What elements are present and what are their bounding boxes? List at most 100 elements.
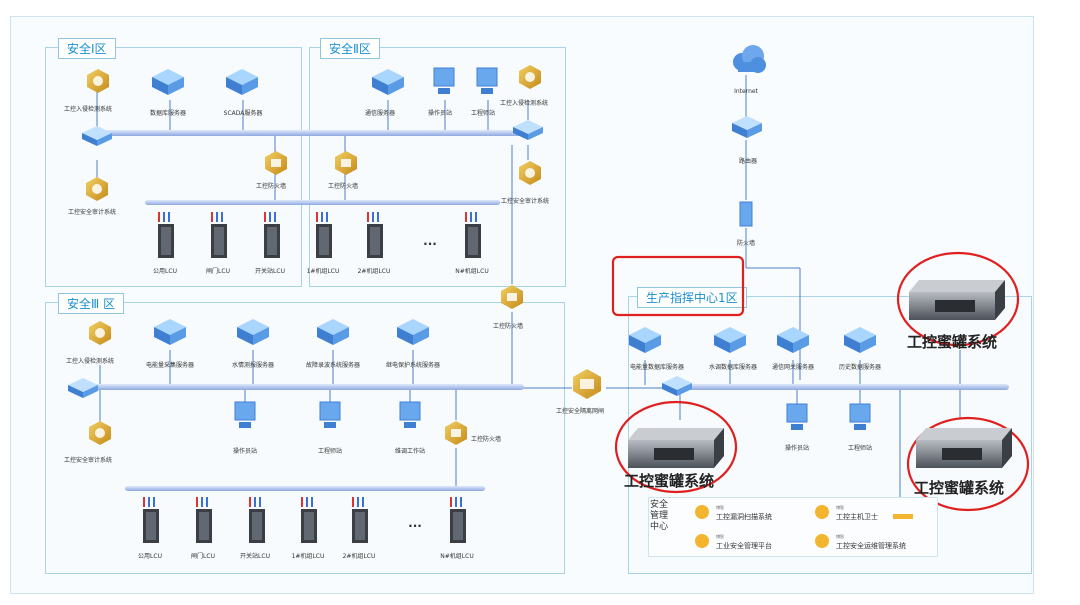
- honeypot-label: 工控蜜罐系统: [624, 472, 715, 490]
- honeypot-label: 工控蜜罐系统: [907, 333, 998, 351]
- label-z3-fw: 工控防火墙: [470, 436, 502, 443]
- brand-label: 博智: [836, 534, 844, 539]
- label-z3-op: 操作员站: [232, 448, 258, 455]
- firewall-icon: [334, 150, 358, 180]
- server-icon: [224, 66, 260, 102]
- product-icon: [695, 534, 709, 548]
- lcu-icon: [155, 212, 177, 264]
- lcu-icon: [261, 212, 283, 264]
- label-z3-srv4: 继电保护系统服务器: [385, 362, 441, 369]
- server-icon: [235, 316, 271, 352]
- firewall-icon: [500, 284, 524, 314]
- workstation-icon: [785, 402, 809, 438]
- label-z2-op: 操作员站: [427, 110, 453, 117]
- workstation-icon: [432, 66, 456, 102]
- label-lcu1-1: 公用LCU: [153, 268, 177, 275]
- product-icon: [815, 505, 829, 519]
- lcu-icon: [208, 212, 230, 264]
- router-icon: [730, 114, 764, 146]
- ellipsis-lcu3: ...: [408, 516, 422, 530]
- firewall-icon: [444, 420, 468, 450]
- switch-icon: [80, 124, 114, 152]
- label-z4-srv2: 水调数据库服务器: [708, 364, 758, 371]
- mgmt-title: 安全管理中心: [650, 500, 669, 532]
- gateway-icon: [571, 367, 603, 405]
- label-z4-srv4: 历史数据服务器: [838, 364, 882, 371]
- product-icon: [815, 534, 829, 548]
- firewall-icon: [736, 198, 756, 234]
- label-z4-eng: 工程师站: [847, 445, 873, 452]
- server-icon: [627, 324, 663, 360]
- label-firewall: 防火墙: [736, 240, 756, 247]
- lcu-icon: [462, 212, 484, 264]
- label-z3-eng: 工程师站: [317, 448, 343, 455]
- version-badge: [893, 514, 913, 519]
- lcu-icon: [364, 212, 386, 264]
- workstation-icon: [233, 400, 257, 436]
- ids-icon: [88, 320, 112, 350]
- server-icon: [395, 316, 431, 352]
- zone-4-title: 生产指挥中心1区: [637, 287, 747, 308]
- label-z3-srv1: 电能量采集服务器: [145, 362, 195, 369]
- label-internet: Internet: [734, 88, 758, 95]
- label-lcu1-4: 1#机组LCU: [306, 268, 340, 275]
- server-icon: [152, 316, 188, 352]
- label-z3-srv3: 故障录波系统服务器: [305, 362, 361, 369]
- label-lcu1-3: 开关站LCU: [255, 268, 285, 275]
- label-router: 路由器: [738, 158, 758, 165]
- server-icon: [712, 324, 748, 360]
- product-icon: [695, 505, 709, 519]
- label-z3-ids: 工控入侵检测系统: [65, 358, 115, 365]
- lcu-icon: [349, 497, 371, 549]
- server-icon: [150, 66, 186, 102]
- label-z3-audit: 工控安全审计系统: [63, 457, 113, 464]
- honeypot-server-icon: [912, 426, 1016, 478]
- workstation-icon: [398, 400, 422, 436]
- label-z2-comm: 通信服务器: [364, 110, 396, 117]
- label-z1-scada: SCADA服务器: [223, 110, 263, 117]
- label-lcu1-5: 2#机组LCU: [357, 268, 391, 275]
- label-z4-srv1: 电能量数据库服务器: [629, 364, 685, 371]
- audit-icon: [88, 420, 112, 450]
- zone-1-title: 安全Ⅰ区: [58, 38, 116, 59]
- switch-icon: [511, 118, 545, 146]
- ellipsis-lcu1: ...: [423, 234, 437, 248]
- label-z3-srv2: 水情测报服务器: [231, 362, 275, 369]
- label-lcu3-3: 开关站LCU: [240, 553, 270, 560]
- server-icon: [370, 66, 406, 102]
- label-z2-fw: 工控防火墙: [327, 183, 359, 190]
- label-z1-db: 数据库服务器: [149, 110, 187, 117]
- label-lcu1-6: N#机组LCU: [455, 268, 489, 275]
- honeypot-server-icon: [905, 278, 1009, 330]
- label-z2-eng: 工程师站: [470, 110, 496, 117]
- lcu-icon: [193, 497, 215, 549]
- mgmt-scan: 工控漏洞扫描系统: [716, 513, 772, 521]
- honeypot-server-icon: [624, 426, 728, 478]
- label-z1-fw: 工控防火墙: [255, 183, 287, 190]
- workstation-icon: [848, 402, 872, 438]
- cloud-icon: [728, 40, 768, 82]
- zone-3-title: 安全Ⅲ 区: [58, 293, 125, 314]
- lcu-icon: [447, 497, 469, 549]
- switch-icon: [66, 376, 100, 404]
- label-lcu1-2: 闸门LCU: [206, 268, 230, 275]
- brand-label: 博智: [716, 534, 724, 539]
- brand-label: 博智: [836, 505, 844, 510]
- mgmt-platform: 工业安全管理平台: [716, 542, 772, 550]
- label-lcu3-1: 公用LCU: [138, 553, 162, 560]
- mgmt-ops: 工控安全运维管理系统: [836, 542, 906, 550]
- label-z3-maint: 维调工作站: [394, 448, 426, 455]
- lcu-icon: [298, 497, 320, 549]
- label-isolation: 工控安全隔离网闸: [555, 408, 605, 415]
- firewall-icon: [264, 150, 288, 180]
- label-lcu3-2: 闸门LCU: [191, 553, 215, 560]
- honeypot-label: 工控蜜罐系统: [914, 479, 1005, 497]
- lcu-icon: [313, 212, 335, 264]
- label-lcu3-5: 2#机组LCU: [342, 553, 376, 560]
- label-z1-ids: 工控入侵检测系统: [63, 106, 113, 113]
- label-z4-srv3: 通信网关服务器: [771, 364, 815, 371]
- switch-icon: [660, 374, 694, 402]
- workstation-icon: [475, 66, 499, 102]
- audit-icon: [85, 176, 109, 206]
- label-z2-ids: 工控入侵检测系统: [499, 100, 549, 107]
